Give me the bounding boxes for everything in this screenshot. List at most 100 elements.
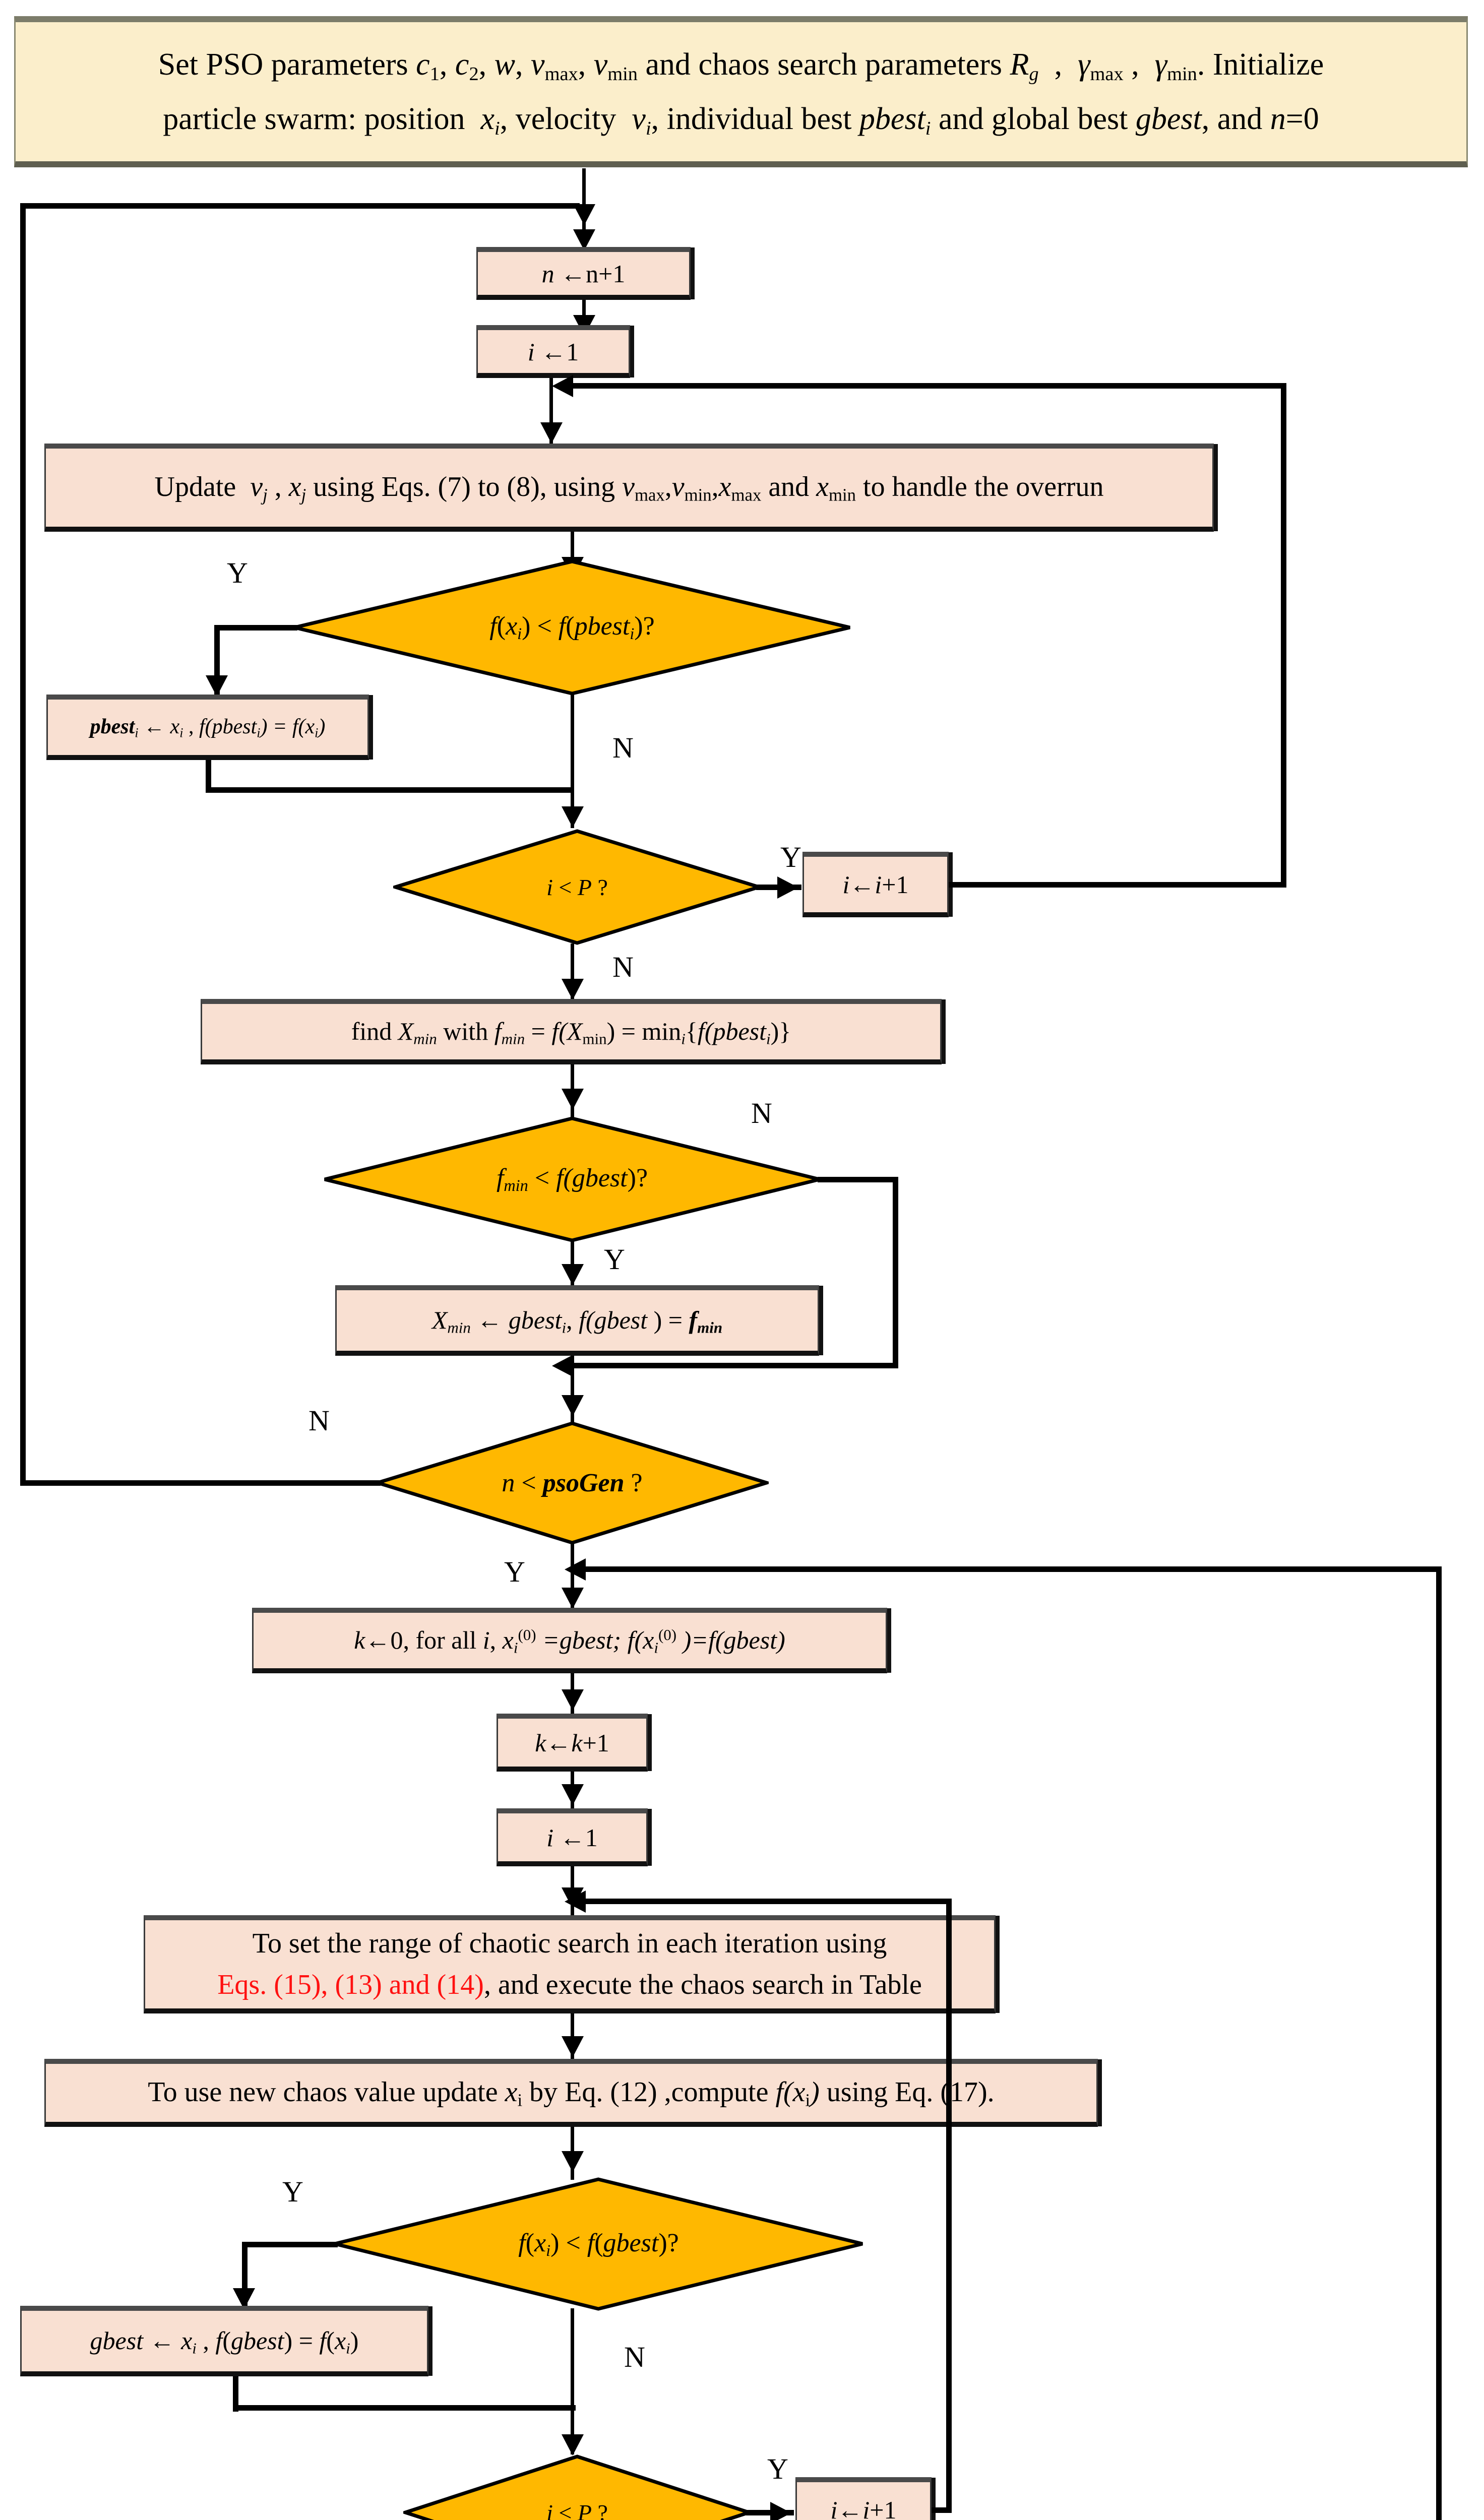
node-start-text: Set PSO parameters c1, c2, w, vmax, vmin… bbox=[141, 37, 1341, 147]
edge-psogen-n-top bbox=[20, 203, 580, 209]
arrowhead-find-xmin bbox=[562, 979, 584, 1000]
edge-label-n-4: N bbox=[308, 1404, 330, 1437]
node-pbest-update: pbesti ← xi , f(pbesti) = f(xi) bbox=[46, 695, 369, 760]
node-find-xmin: find Xmin with fmin = f(Xmin) = mini{f(p… bbox=[201, 999, 942, 1064]
edge-label-n-5: N bbox=[624, 2341, 645, 2373]
node-i-increment-1: i←i+1 bbox=[802, 852, 949, 917]
node-gbest-update-text: gbest ← xi , f(gbest) = f(xi) bbox=[90, 2326, 359, 2357]
decision-shape bbox=[324, 1116, 820, 1242]
node-k-increment-text: k←k+1 bbox=[535, 1728, 609, 1757]
edge-label-y-4: Y bbox=[504, 1555, 525, 1588]
edge-decIP1-n bbox=[571, 943, 574, 1001]
edge-label-y-1: Y bbox=[227, 556, 248, 589]
node-pbest-update-text: pbesti ← xi , f(pbesti) = f(xi) bbox=[90, 715, 326, 740]
arrowhead-dec-psogen bbox=[562, 1395, 584, 1416]
edge-decfmin-n-back bbox=[572, 1363, 895, 1368]
node-update-text: Update vj , xj using Eqs. (7) to (8), us… bbox=[154, 471, 1104, 506]
arrowhead-k-inc bbox=[562, 1689, 584, 1711]
node-n-increment: n ←n+1 bbox=[476, 247, 691, 300]
arrowhead-update bbox=[540, 422, 563, 444]
edge-psogen-n-up bbox=[20, 203, 26, 1483]
arrowhead-dec-fmin bbox=[562, 1089, 584, 1110]
node-xmin-assign-gbest: Xmin ← gbesti, f(gbest ) = fmin bbox=[335, 1285, 819, 1356]
node-decision-fx-lt-fgbest: f(xi) < f(gbest)? bbox=[333, 2177, 864, 2311]
arrowhead-back-to-ninc bbox=[573, 204, 595, 225]
edge-iinc1-right bbox=[949, 882, 1286, 888]
node-i-increment-1-text: i←i+1 bbox=[842, 870, 909, 899]
edge-iinc1-back-left bbox=[572, 383, 1283, 389]
edge-iinc1-up bbox=[1281, 383, 1286, 885]
edge-label-y-5: Y bbox=[282, 2175, 303, 2208]
arrowhead-xmin-gbest bbox=[562, 1264, 584, 1285]
node-k-init-text: k←0, for all i, xi(0) =gbest; f(xi(0) )=… bbox=[354, 1625, 785, 1657]
arrowhead-pbest-update bbox=[206, 675, 228, 697]
node-k-init: k←0, for all i, xi(0) =gbest; f(xi(0) )=… bbox=[252, 1608, 887, 1673]
edge-pbest-out-vertical bbox=[206, 760, 211, 793]
node-decision-i-lt-P-1: i < P ? bbox=[393, 829, 761, 945]
arrowhead-k-init bbox=[562, 1588, 584, 1609]
node-chaos-range: To set the range of chaotic search in ea… bbox=[144, 1915, 996, 2013]
chaos-range-line2-rest: , and execute the chaos search in Table bbox=[483, 1969, 922, 2000]
node-k-increment: k←k+1 bbox=[497, 1714, 648, 1772]
arrowhead-chaos-loop bbox=[565, 1891, 586, 1913]
edge-start-to-ninc bbox=[582, 168, 586, 239]
arrowhead-dec-i-p-1 bbox=[562, 806, 584, 828]
edge-iinc2-into-chaosrange bbox=[585, 1899, 948, 1904]
node-start: Set PSO parameters c1, c2, w, vmax, vmin… bbox=[14, 16, 1468, 167]
edge-maxgen-y-into-kinit bbox=[585, 1566, 1442, 1572]
edge-label-y-6: Y bbox=[767, 2452, 788, 2485]
node-decision-n-lt-psogen: n < psoGen ? bbox=[376, 1421, 769, 1545]
node-decision-fx-lt-fpbest: f(xi) < f(pbesti)? bbox=[292, 559, 852, 696]
edge-label-n-2: N bbox=[612, 951, 634, 983]
node-i-init-2: i ←1 bbox=[497, 1808, 648, 1866]
chaos-range-eqs-highlight: Eqs. (15), (13) and (14) bbox=[217, 1969, 484, 2000]
node-gbest-update: gbest ← xi , f(gbest) = f(xi) bbox=[20, 2306, 428, 2376]
decision-shape bbox=[294, 559, 850, 696]
decision-shape bbox=[334, 2177, 863, 2311]
edge-decfmin-n-right bbox=[818, 1177, 898, 1182]
start-line-2: particle swarm: position xi, velocity vi… bbox=[163, 102, 1319, 139]
node-i-init-1: i ←1 bbox=[476, 325, 630, 378]
edge-maxgen-y-up bbox=[1436, 1566, 1442, 2520]
node-update-velocity-position: Update vj , xj using Eqs. (7) to (8), us… bbox=[44, 444, 1214, 532]
edge-label-y-3: Y bbox=[604, 1243, 625, 1276]
decision-shape bbox=[376, 1421, 769, 1545]
edge-psogen-y bbox=[571, 1543, 574, 1619]
edge-dec1-y-horizontal bbox=[214, 625, 297, 631]
edge-decIP2-to-iinc2 bbox=[746, 2510, 794, 2515]
edge-xmin-to-psogen bbox=[571, 1356, 574, 1424]
decision-shape bbox=[393, 829, 761, 945]
node-decision-fmin-lt-fgbest: fmin < f(gbest)? bbox=[323, 1116, 822, 1242]
chaos-range-line1: To set the range of chaotic search in ea… bbox=[252, 1928, 887, 1960]
node-i-increment-2-text: i←i+1 bbox=[830, 2496, 897, 2520]
arrowhead-i-increment-2 bbox=[770, 2502, 791, 2520]
node-i-init-2-text: i ←1 bbox=[546, 1823, 598, 1852]
arrowhead-i-init-2 bbox=[562, 1784, 584, 1805]
edge-label-n-1: N bbox=[612, 731, 634, 764]
arrowhead-i-inc-1 bbox=[777, 876, 798, 899]
edge-label-y-2: Y bbox=[780, 841, 801, 873]
edge-gbestupdate-out-vertical bbox=[233, 2376, 238, 2412]
arrowhead-chaos-update bbox=[562, 2036, 584, 2057]
edge-dec1-n-vertical bbox=[571, 695, 574, 828]
node-chaos-range-text: To set the range of chaotic search in ea… bbox=[204, 1923, 935, 2005]
edge-decfxgbest-y-horizontal bbox=[242, 2242, 338, 2247]
edge-pbest-out-horizontal bbox=[206, 787, 574, 793]
edge-iset1-to-update bbox=[549, 378, 553, 444]
node-find-xmin-text: find Xmin with fmin = f(Xmin) = mini{f(p… bbox=[351, 1017, 791, 1048]
arrowhead-dec-i-p-2 bbox=[562, 2434, 584, 2455]
node-chaos-update-text: To use new chaos value update xi by Eq. … bbox=[148, 2076, 995, 2111]
start-line-1: Set PSO parameters c1, c2, w, vmax, vmin… bbox=[158, 47, 1324, 85]
edge-iinc2-up bbox=[946, 1899, 952, 2511]
edge-decfmin-n-down bbox=[893, 1177, 898, 1368]
edge-iinc2-right bbox=[932, 2507, 952, 2513]
arrowhead-update-loop bbox=[552, 375, 573, 397]
arrowhead-kinit-loop bbox=[565, 1558, 586, 1581]
arrowhead-dec-fx-gbest bbox=[562, 2151, 584, 2172]
edge-dec1-y-vertical bbox=[214, 625, 220, 713]
edge-label-n-3: N bbox=[751, 1097, 772, 1129]
edge-decfxgbest-y-vertical bbox=[242, 2242, 248, 2325]
node-i-increment-2: i←i+1 bbox=[795, 2477, 932, 2520]
node-i-init-1-text: i ←1 bbox=[527, 337, 579, 366]
